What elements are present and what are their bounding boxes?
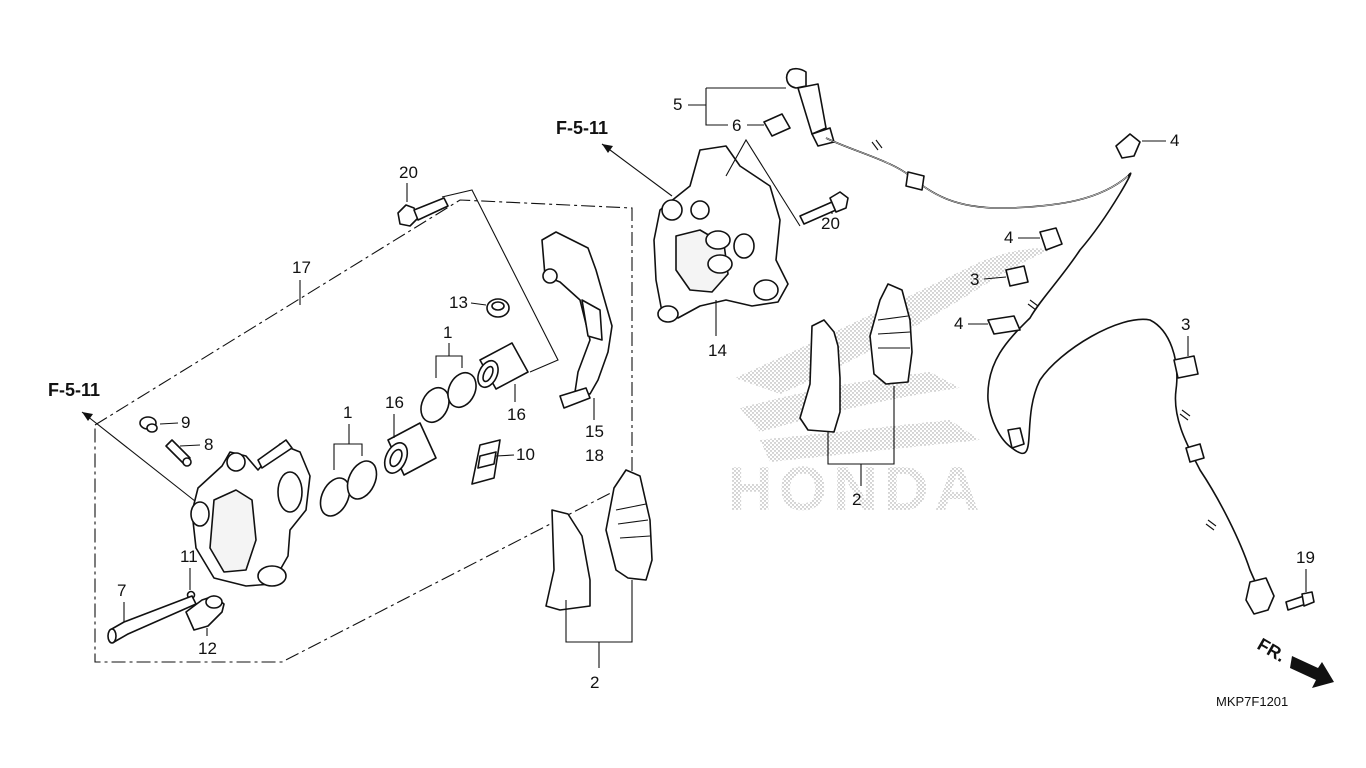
callout-12: 12 — [198, 639, 217, 658]
clamp-4-top — [1115, 133, 1141, 159]
clip-6 — [763, 113, 791, 137]
seal-ring-1-lower — [319, 460, 378, 517]
callout-16a: 16 — [385, 393, 404, 412]
abs-sensor-wire — [825, 137, 1275, 615]
callout-7: 7 — [117, 581, 126, 600]
reference-label-top[interactable]: F-5-11 — [556, 118, 608, 138]
callout-4a: 4 — [1170, 131, 1179, 150]
callout-4b: 4 — [1004, 228, 1013, 247]
honda-watermark-text: HONDA — [728, 455, 985, 524]
front-direction-label: FR. — [1254, 634, 1289, 666]
callout-1a: 1 — [443, 323, 452, 342]
callout-4c: 4 — [954, 314, 963, 333]
callout-17: 17 — [292, 258, 311, 277]
caliper-assembly-outline — [94, 199, 633, 663]
pad-spring-10 — [471, 439, 501, 485]
callout-18: 18 — [585, 446, 604, 465]
callout-3a: 3 — [970, 270, 979, 289]
clip-3-mid — [1005, 265, 1029, 287]
brake-pad-2-lower — [545, 469, 653, 611]
callout-2a: 2 — [590, 673, 599, 692]
reference-arrow-top — [601, 143, 673, 197]
caliper-body-right — [653, 145, 789, 323]
abs-sensor-connector — [785, 67, 835, 147]
caliper-bracket — [541, 231, 613, 409]
clamp-4-low — [987, 315, 1021, 335]
boot-13 — [486, 298, 510, 318]
figure-code: MKP7F1201 — [1216, 694, 1288, 709]
seal-ring-1-upper — [420, 371, 477, 424]
bolt-20-right — [799, 191, 849, 225]
callout-16b: 16 — [507, 405, 526, 424]
callout-1b: 1 — [343, 403, 352, 422]
slide-pin-7 — [107, 595, 197, 644]
callout-13: 13 — [449, 293, 468, 312]
brake-pad-2-upper — [799, 283, 913, 433]
callout-5: 5 — [673, 95, 682, 114]
callout-3b: 3 — [1181, 315, 1190, 334]
piston-16-lower — [383, 422, 437, 476]
pin-bolt-12 — [185, 595, 225, 631]
clamp-4-mid — [1039, 227, 1063, 251]
callout-20b: 20 — [821, 214, 840, 233]
reference-arrow-left — [81, 411, 201, 506]
front-direction-arrow — [1290, 656, 1334, 688]
clip-3-right — [1173, 355, 1199, 379]
caliper-body-left — [190, 439, 311, 587]
callout-11: 11 — [180, 547, 198, 566]
callout-9: 9 — [181, 413, 190, 432]
bleeder-cap-9 — [139, 416, 158, 433]
bolt-20-left — [397, 197, 449, 227]
bolt-19 — [1285, 591, 1315, 611]
reference-label-left[interactable]: F-5-11 — [48, 380, 100, 400]
bleeder-screw-8 — [165, 439, 192, 467]
callout-15: 15 — [585, 422, 604, 441]
callout-20a: 20 — [399, 163, 418, 182]
callout-10: 10 — [516, 445, 535, 464]
callout-8: 8 — [204, 435, 213, 454]
callout-6: 6 — [732, 116, 741, 135]
callout-14: 14 — [708, 341, 727, 360]
callout-19: 19 — [1296, 548, 1315, 567]
callout-2b: 2 — [852, 490, 861, 509]
piston-16-upper — [477, 342, 529, 390]
